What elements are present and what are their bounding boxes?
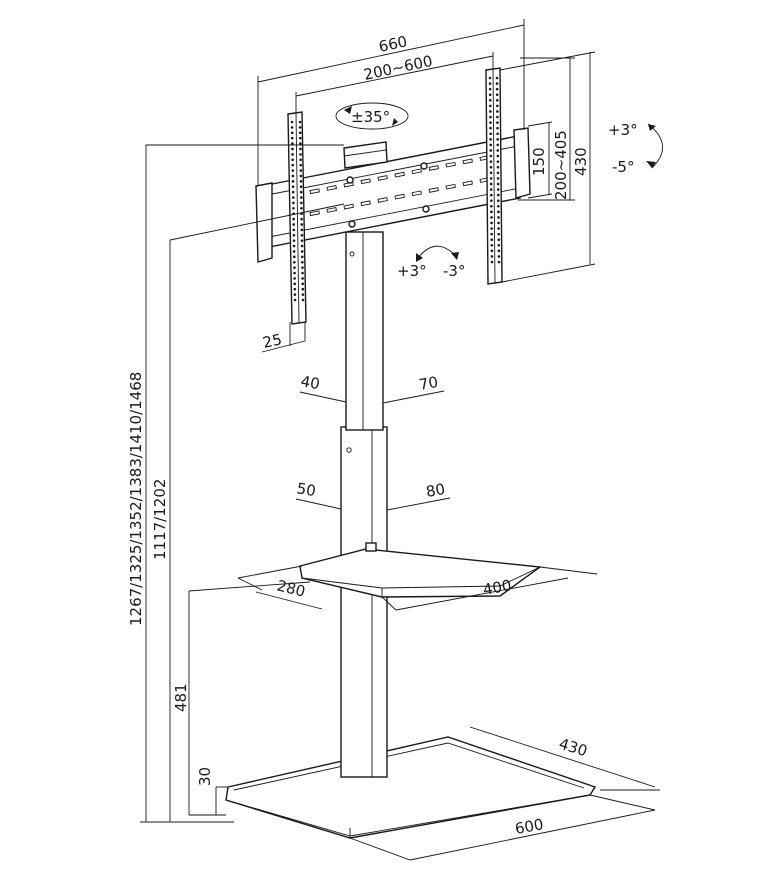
label-bracket-depth: 25 (261, 330, 283, 352)
rotation-arrows (335, 102, 663, 262)
rotation-ellipse-icon (335, 102, 409, 130)
label-mount-height: 1117/1202 (151, 479, 169, 560)
label-swivel-right: -3° (443, 262, 465, 280)
label-tilt-up: +3° (608, 121, 638, 139)
label-base-height: 30 (196, 767, 214, 786)
label-swivel-left: +3° (397, 262, 427, 280)
label-vesa-height: 200~405 (552, 130, 570, 200)
label-shelf-width: 400 (482, 576, 513, 599)
label-lower-column-width: 80 (425, 480, 447, 501)
label-vesa-height-small: 150 (530, 147, 548, 176)
label-vesa-width: 200~600 (362, 52, 434, 84)
label-lower-column-depth: 50 (295, 479, 317, 500)
label-shelf-depth: 280 (275, 576, 307, 600)
label-bracket-height: 430 (572, 147, 590, 176)
base-plate (225, 736, 597, 839)
label-upper-column-depth: 40 (299, 372, 321, 393)
swivel-arrow-icon (417, 245, 456, 259)
label-overall-width: 660 (377, 32, 409, 56)
glass-shelf (299, 542, 542, 598)
label-upper-column-width: 70 (418, 373, 440, 394)
label-base-width: 600 (514, 815, 545, 838)
label-total-height: 1267/1325/1352/1383/1410/1468 (127, 372, 145, 626)
lower-column (340, 426, 388, 778)
label-tilt-down: -5° (612, 158, 634, 176)
tv-mount-bracket (255, 67, 531, 325)
label-shelf-height: 481 (172, 683, 190, 712)
dimension-lines (140, 19, 660, 861)
upper-column (345, 231, 384, 431)
label-rotation: ±35° (351, 108, 390, 126)
